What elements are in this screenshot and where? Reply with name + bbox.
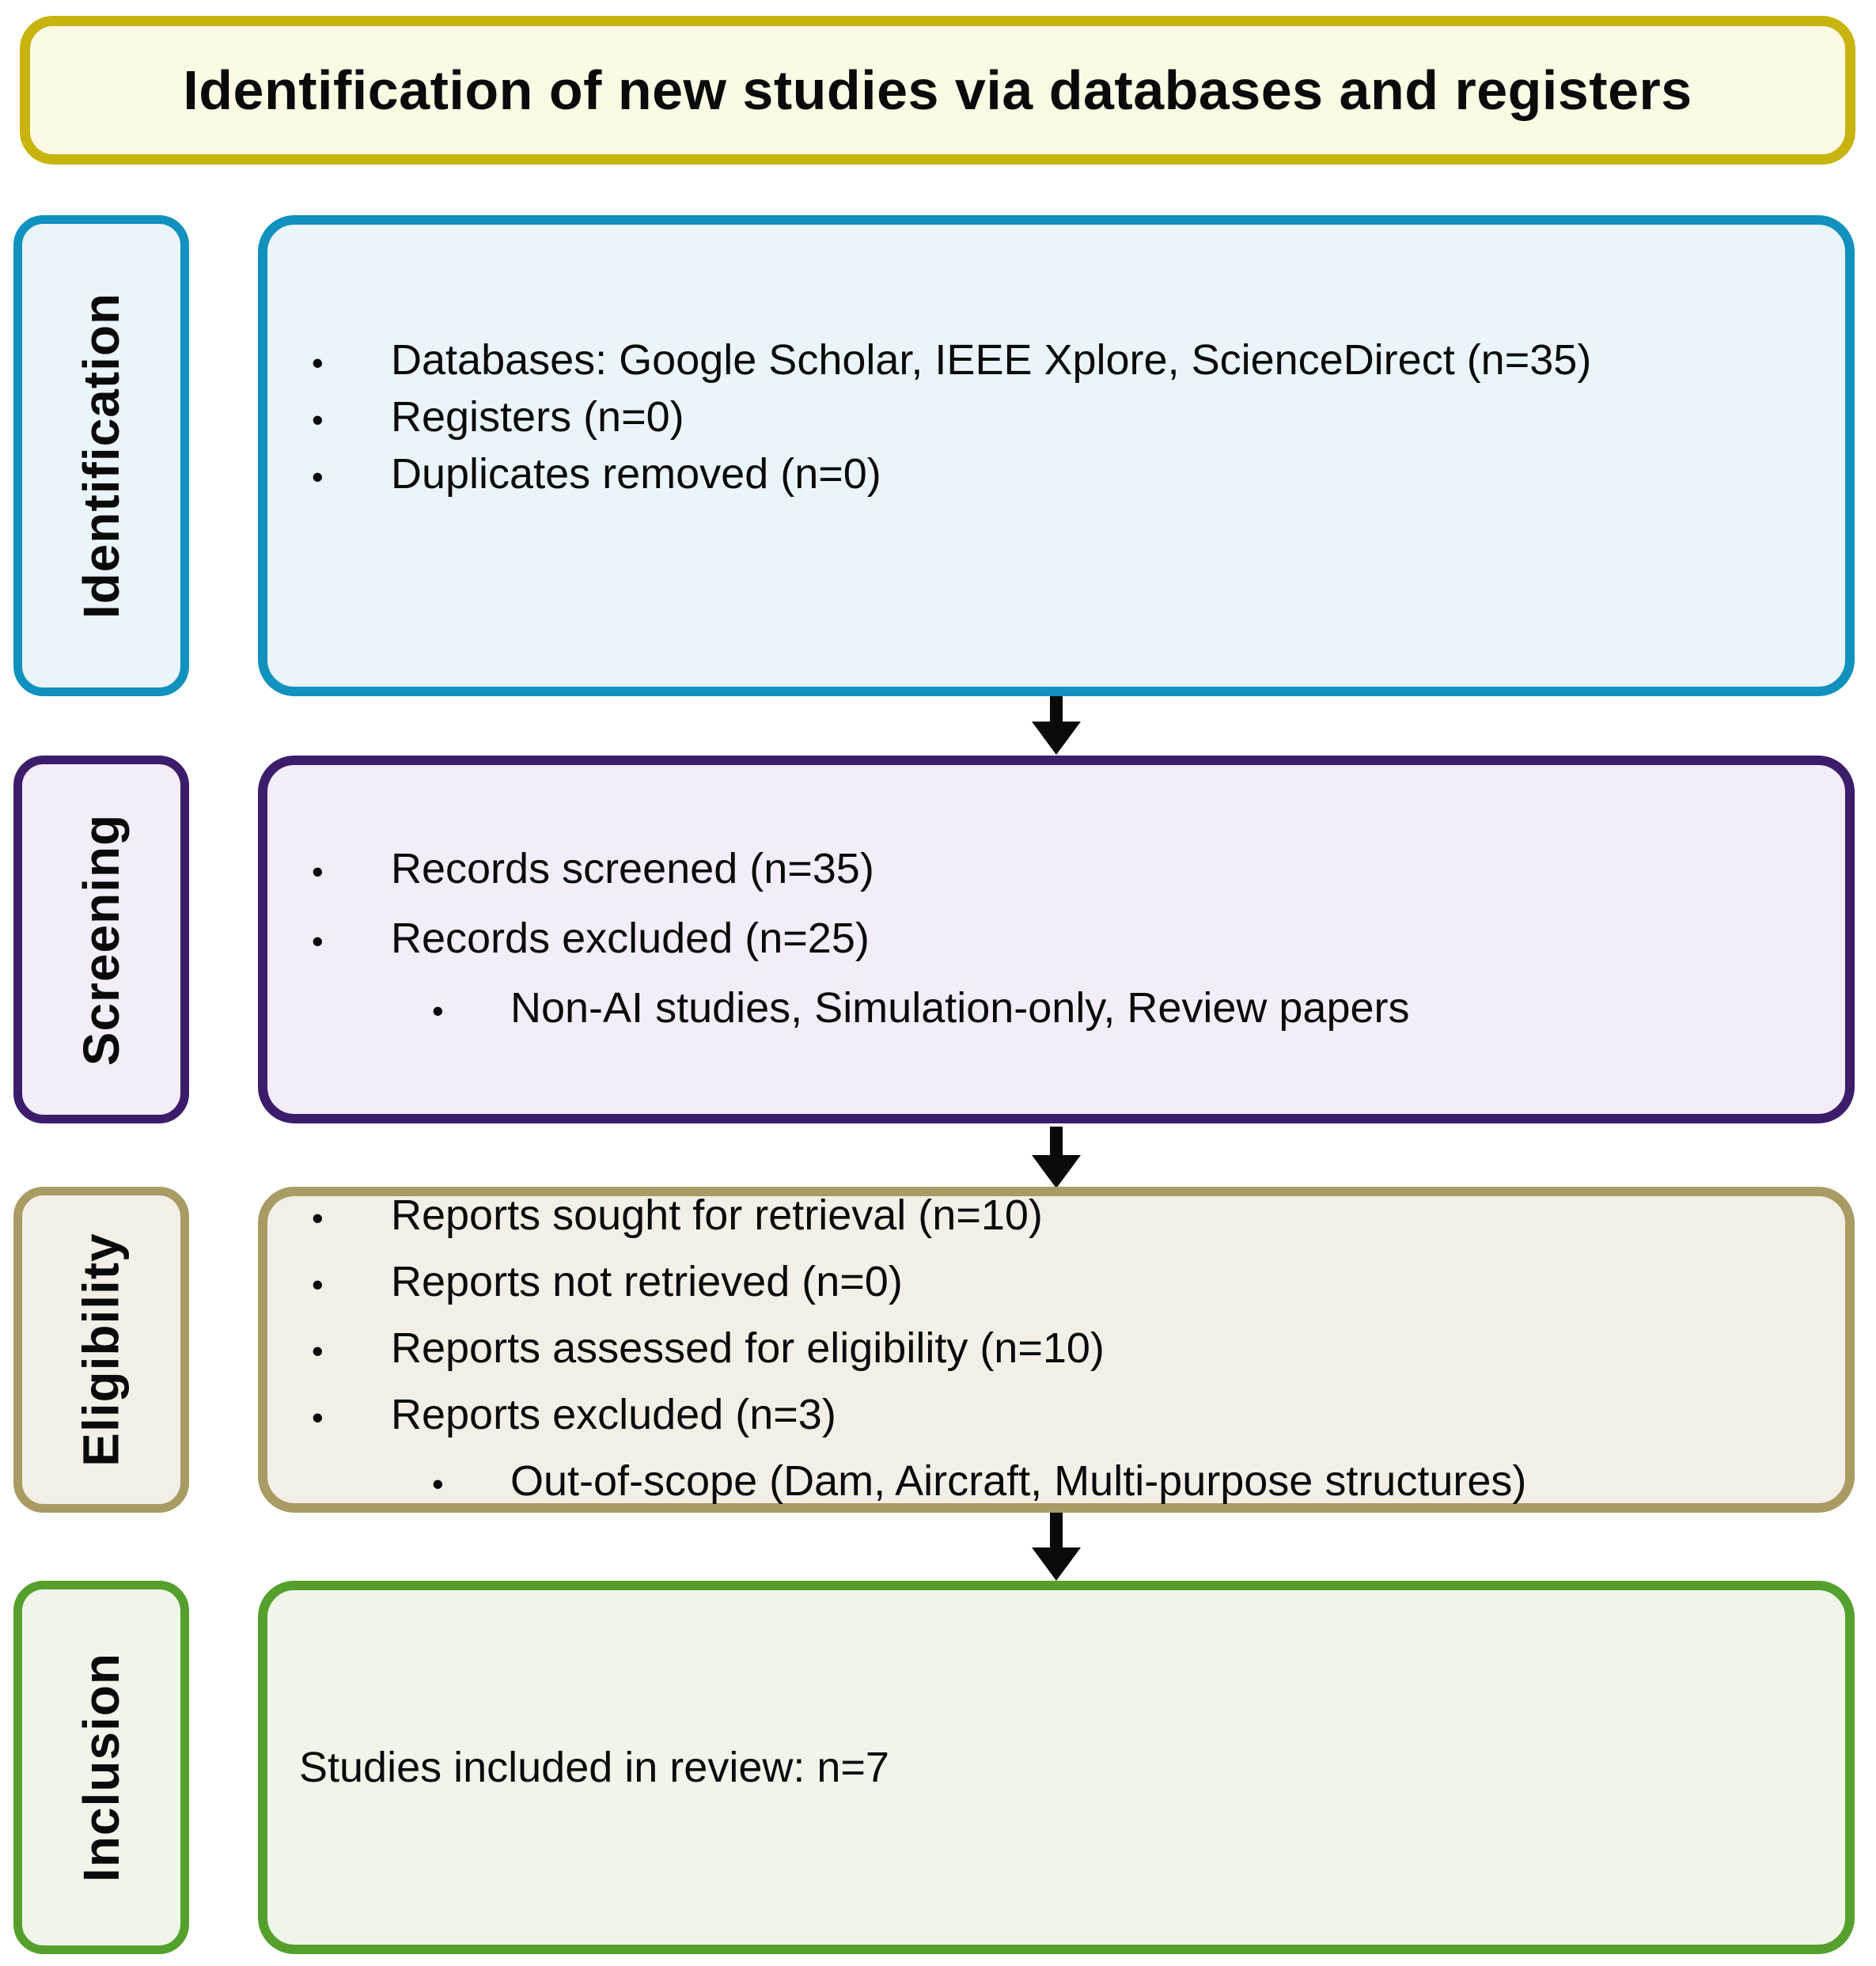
stage-label-text: Screening	[73, 813, 130, 1066]
flow-arrow-down-icon	[1032, 1513, 1081, 1581]
bullet-text: Records excluded (n=25)	[391, 914, 870, 962]
bullet-item: • Duplicates removed (n=0)	[299, 447, 1813, 504]
bullet-text: Databases: Google Scholar, IEEE Xplore, …	[391, 336, 1592, 384]
bullet-text: Records screened (n=35)	[391, 844, 874, 892]
bullet-text: Out-of-scope (Dam, Aircraft, Multi-purpo…	[510, 1457, 1527, 1505]
stage-box-eligibility: • Reports sought for retrieval (n=10) • Rep…	[258, 1187, 1855, 1513]
bullet-icon: •	[312, 401, 324, 438]
bullet-icon: •	[312, 922, 324, 960]
diagram-title: Identification of new studies via databa…	[183, 59, 1692, 121]
bullet-text: Duplicates removed (n=0)	[391, 450, 881, 498]
bullet-item: • Reports sought for retrieval (n=10)	[299, 1184, 1813, 1250]
bullet-icon: •	[312, 1266, 324, 1303]
bullet-item: •Studies included in review: n=7	[299, 1740, 1813, 1795]
bullet-icon: •	[432, 991, 444, 1029]
arrow-head	[1032, 722, 1081, 755]
bullet-item: • Records excluded (n=25)	[299, 905, 1813, 975]
bullet-text: Reports assessed for eligibility (n=10)	[391, 1324, 1105, 1372]
bullet-icon: •	[312, 1399, 324, 1436]
stage-box-inclusion: •Studies included in review: n=7	[258, 1581, 1855, 1954]
stage-box-identification: • Databases: Google Scholar, IEEE Xplore,…	[258, 215, 1855, 696]
bullet-text: Reports sought for retrieval (n=10)	[391, 1191, 1043, 1239]
flow-arrow-down-icon	[1032, 696, 1081, 755]
stage-label-eligibility: Eligibility	[13, 1187, 189, 1513]
bullet-item: • Databases: Google Scholar, IEEE Xplore,…	[299, 333, 1813, 390]
flow-arrow-down-icon	[1032, 1127, 1081, 1188]
diagram-title-box: Identification of new studies via databa…	[20, 16, 1855, 165]
stage-label-text: Inclusion	[73, 1653, 130, 1882]
stage-label-text: Identification	[73, 292, 130, 619]
bullet-icon: •	[312, 852, 324, 890]
stage-label-inclusion: Inclusion	[13, 1581, 189, 1954]
bullet-icon: •	[312, 458, 324, 495]
bullet-icon: •	[312, 1332, 324, 1369]
bullet-item: • Registers (n=0)	[299, 390, 1813, 447]
bullet-text: Non-AI studies, Simulation-only, Review …	[510, 983, 1410, 1032]
arrow-stem	[1050, 1513, 1063, 1547]
bullet-text: Reports not retrieved (n=0)	[391, 1258, 903, 1305]
bullet-item: • Out-of-scope (Dam, Aircraft, Multi-purp…	[299, 1449, 1813, 1516]
bullet-item: • Records screened (n=35)	[299, 835, 1813, 905]
bullet-text: Registers (n=0)	[391, 393, 684, 441]
stage-box-screening: • Records screened (n=35) • Records exclude…	[258, 756, 1855, 1123]
arrow-stem	[1050, 696, 1063, 722]
bullet-item: • Reports not retrieved (n=0)	[299, 1250, 1813, 1316]
arrow-head	[1032, 1155, 1081, 1188]
arrow-stem	[1050, 1127, 1063, 1155]
bullet-icon: •	[432, 1465, 444, 1502]
bullet-text: Studies included in review: n=7	[299, 1744, 889, 1791]
stage-label-text: Eligibility	[73, 1233, 130, 1467]
bullet-icon: •	[312, 1199, 324, 1237]
arrow-head	[1032, 1547, 1081, 1581]
bullet-item: • Non-AI studies, Simulation-only, Review…	[299, 975, 1813, 1044]
bullet-item: • Reports excluded (n=3)	[299, 1383, 1813, 1449]
stage-label-screening: Screening	[13, 756, 189, 1123]
bullet-text: Reports excluded (n=3)	[391, 1391, 836, 1438]
bullet-item: • Reports assessed for eligibility (n=10)	[299, 1316, 1813, 1383]
stage-label-identification: Identification	[13, 215, 189, 696]
bullet-icon: •	[312, 344, 324, 381]
